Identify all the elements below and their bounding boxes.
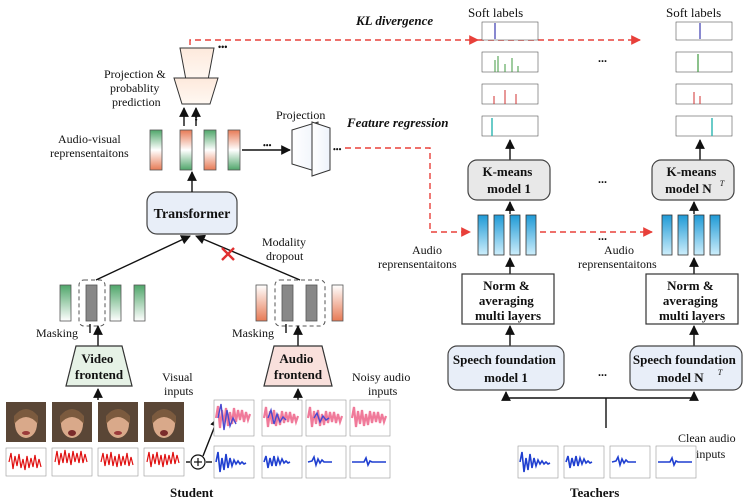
kmeans-n-label: K-means model N T	[665, 164, 725, 196]
audio-representations-n	[661, 214, 721, 256]
clean-audio-label: Clean audio inputs	[678, 431, 739, 461]
kl-divergence-lines	[189, 35, 653, 237]
norm-avg-label-1: Norm & averaging multi layers	[475, 278, 541, 323]
speech-fm-n	[629, 345, 743, 391]
projection-probability-block	[173, 47, 219, 105]
proj-dots: •••	[192, 112, 201, 121]
audio-frontend-block	[263, 345, 333, 387]
masking-label-video: Masking	[36, 326, 78, 340]
kmeans-1-label: K-means model 1	[482, 164, 535, 196]
video-frontend-block	[65, 345, 133, 387]
kl-divergence-label: KL divergence	[355, 13, 433, 28]
noise-waveforms	[5, 447, 185, 477]
noisy-audio-label: Noisy audio inputs	[352, 370, 413, 398]
soft-label-plots-1	[481, 21, 539, 137]
masking-label-audio: Masking	[232, 326, 274, 340]
soft-labels-title-n: Soft labels	[666, 5, 721, 20]
av-representations-label: Audio-visual reprensentaitons	[50, 132, 129, 160]
teachers-caption: Teachers	[570, 485, 619, 500]
kmeans-model-1	[467, 159, 551, 201]
transformer-label: Transformer	[154, 207, 231, 222]
proj-prob-label: Projection & probablity prediction	[104, 67, 169, 109]
speech-fm-n-label: Speech foundation model N T	[633, 352, 739, 385]
modality-dropout-cross	[221, 247, 235, 261]
teacher-clean-audio-waveforms	[517, 445, 697, 479]
visual-inputs-label: Visual inputs	[162, 370, 196, 398]
proj-out-dots: •••	[333, 145, 342, 154]
soft-label-plots-n	[675, 21, 733, 137]
projection-block	[291, 121, 331, 177]
audio-rep-ellipsis: ...	[598, 229, 607, 243]
video-frontend-label: Video frontend	[75, 351, 124, 382]
speech-fm-1-label: Speech foundation model 1	[453, 352, 559, 385]
proj-in-dots: •••	[263, 141, 272, 150]
norm-avg-block-1	[461, 273, 555, 325]
kl-dots: •••	[218, 42, 227, 52]
av-representations	[149, 129, 241, 171]
soft-labels-title-1: Soft labels	[468, 5, 523, 20]
audio-frontend-label: Audio frontend	[274, 351, 323, 382]
audio-representations-label-n: Audio reprensentaitons	[578, 243, 657, 271]
audio-features	[255, 279, 344, 327]
projection-label: Projection	[276, 108, 325, 122]
kmeans-model-n	[651, 159, 735, 201]
feature-regression-label: Feature regression	[346, 115, 448, 130]
student-clean-audio-waveforms	[213, 445, 391, 479]
student-caption: Student	[170, 485, 214, 500]
soft-labels-ellipsis: ...	[598, 51, 607, 65]
kmeans-ellipsis: ...	[598, 172, 607, 186]
noisy-audio-waveforms	[213, 399, 391, 437]
modality-dropout-label: Modality dropout	[262, 235, 309, 263]
face-frames	[6, 402, 184, 442]
audio-representations-label-1: Audio reprensentaitons	[378, 243, 457, 271]
norm-avg-label-n: Norm & averaging multi layers	[659, 278, 725, 323]
audio-representations-1	[477, 214, 537, 256]
speech-fm-ellipsis: ...	[598, 365, 607, 379]
teacher-input-routing	[501, 391, 699, 428]
norm-avg-block-n	[645, 273, 739, 325]
video-features	[59, 279, 146, 327]
speech-fm-1	[447, 345, 565, 391]
